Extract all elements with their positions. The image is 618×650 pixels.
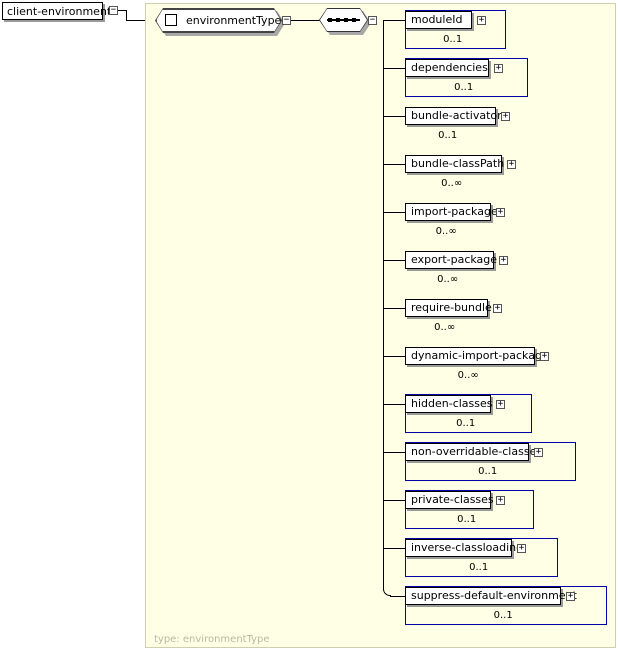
root-collapse-icon[interactable]: − (109, 5, 118, 15)
complex-type-label: environmentType (186, 14, 282, 27)
cardinality-label: 0..∞ (441, 178, 463, 189)
cardinality-label: 0..1 (456, 418, 476, 429)
element-box[interactable]: dynamic-import-package (405, 347, 549, 365)
connector-line (384, 548, 405, 549)
connector-line (118, 10, 126, 11)
element-box[interactable]: hidden-classes (405, 395, 493, 413)
connector-line (126, 20, 146, 21)
element-label: bundle-classPath (411, 157, 505, 170)
expand-icon[interactable]: + (534, 447, 543, 457)
cardinality-label: 0..∞ (437, 274, 459, 285)
optional-element-frame (405, 490, 534, 529)
cardinality-label: 0..1 (454, 82, 474, 93)
connector-line (384, 116, 405, 117)
element-box[interactable]: suppress-default-environment (405, 587, 577, 605)
root-element-label: client-environment (7, 5, 112, 18)
element-label: suppress-default-environment (411, 589, 577, 602)
type-footer-label: type: environmentType (154, 634, 270, 645)
element-label: import-package (411, 205, 498, 218)
element-box[interactable]: require-bundle (405, 299, 492, 317)
connector-line (384, 20, 405, 21)
connector-line (390, 596, 405, 597)
connector-line (384, 164, 405, 165)
element-label: dependencies (411, 61, 488, 74)
element-label: non-overridable-classes (411, 445, 543, 458)
expand-icon[interactable]: + (507, 159, 516, 169)
sequence-collapse-icon[interactable]: − (368, 15, 377, 25)
element-label: inverse-classloading (411, 541, 524, 554)
element-box[interactable]: bundle-classPath (405, 155, 505, 173)
connector-line (126, 10, 127, 20)
connector-line (384, 404, 405, 405)
element-label: bundle-activator (411, 109, 502, 122)
connector-line (383, 589, 391, 596)
complex-type-region (145, 3, 616, 648)
element-label: require-bundle (411, 301, 492, 314)
root-element[interactable]: client-environment (2, 2, 111, 20)
element-label: export-package (411, 253, 498, 266)
cardinality-label: 0..1 (493, 610, 513, 621)
connector-line (291, 20, 320, 21)
sequence-dot-icon (352, 18, 356, 22)
element-label: dynamic-import-package (411, 349, 549, 362)
cardinality-label: 0..1 (438, 130, 458, 141)
expand-icon[interactable]: + (499, 255, 508, 265)
cardinality-label: 0..1 (469, 562, 489, 573)
complex-type-icon (165, 14, 177, 26)
element-box[interactable]: dependencies (405, 59, 489, 77)
connector-line (384, 500, 405, 501)
type-collapse-icon[interactable]: − (282, 15, 291, 25)
expand-icon[interactable]: + (566, 591, 575, 601)
optional-element-frame (405, 538, 558, 577)
expand-icon[interactable]: + (517, 543, 526, 553)
cardinality-label: 0..∞ (435, 226, 457, 237)
element-box[interactable]: bundle-activator (405, 107, 502, 125)
cardinality-label: 0..1 (443, 34, 463, 45)
expand-icon[interactable]: + (496, 207, 505, 217)
element-box[interactable]: export-package (405, 251, 498, 269)
connector-line (384, 308, 405, 309)
optional-element-frame (405, 442, 576, 481)
expand-icon[interactable]: + (496, 495, 505, 505)
expand-icon[interactable]: + (496, 399, 505, 409)
element-box[interactable]: import-package (405, 203, 498, 221)
connector-line (384, 68, 405, 69)
type-header[interactable] (156, 9, 281, 32)
cardinality-label: 0..1 (478, 466, 498, 477)
element-box[interactable]: inverse-classloading (405, 539, 523, 557)
expand-icon[interactable]: + (540, 351, 549, 361)
element-label: moduleId (411, 13, 463, 26)
optional-element-frame (405, 58, 528, 97)
expand-icon[interactable]: + (494, 63, 503, 73)
cardinality-label: 0..∞ (434, 322, 456, 333)
connector-line (384, 212, 405, 213)
connector-line (384, 452, 405, 453)
sequence-dot-icon (336, 18, 340, 22)
optional-element-frame (405, 394, 532, 433)
element-box[interactable]: non-overridable-classes (405, 443, 542, 461)
sequence-spine-line (383, 20, 384, 590)
sequence-dot-icon (344, 18, 348, 22)
element-box[interactable]: moduleId (405, 11, 472, 29)
expand-icon[interactable]: + (477, 15, 486, 25)
element-label: hidden-classes (411, 397, 493, 410)
cardinality-label: 0..1 (457, 514, 477, 525)
connector-line (384, 260, 405, 261)
expand-icon[interactable]: + (501, 111, 510, 121)
element-label: private-classes (411, 493, 494, 506)
element-box[interactable]: private-classes (405, 491, 494, 509)
optional-element-frame (405, 10, 506, 49)
connector-line (384, 356, 405, 357)
optional-element-frame (405, 586, 607, 625)
sequence-icon (327, 19, 360, 21)
sequence-dot-icon (328, 18, 332, 22)
cardinality-label: 0..∞ (457, 370, 479, 381)
expand-icon[interactable]: + (493, 303, 502, 313)
